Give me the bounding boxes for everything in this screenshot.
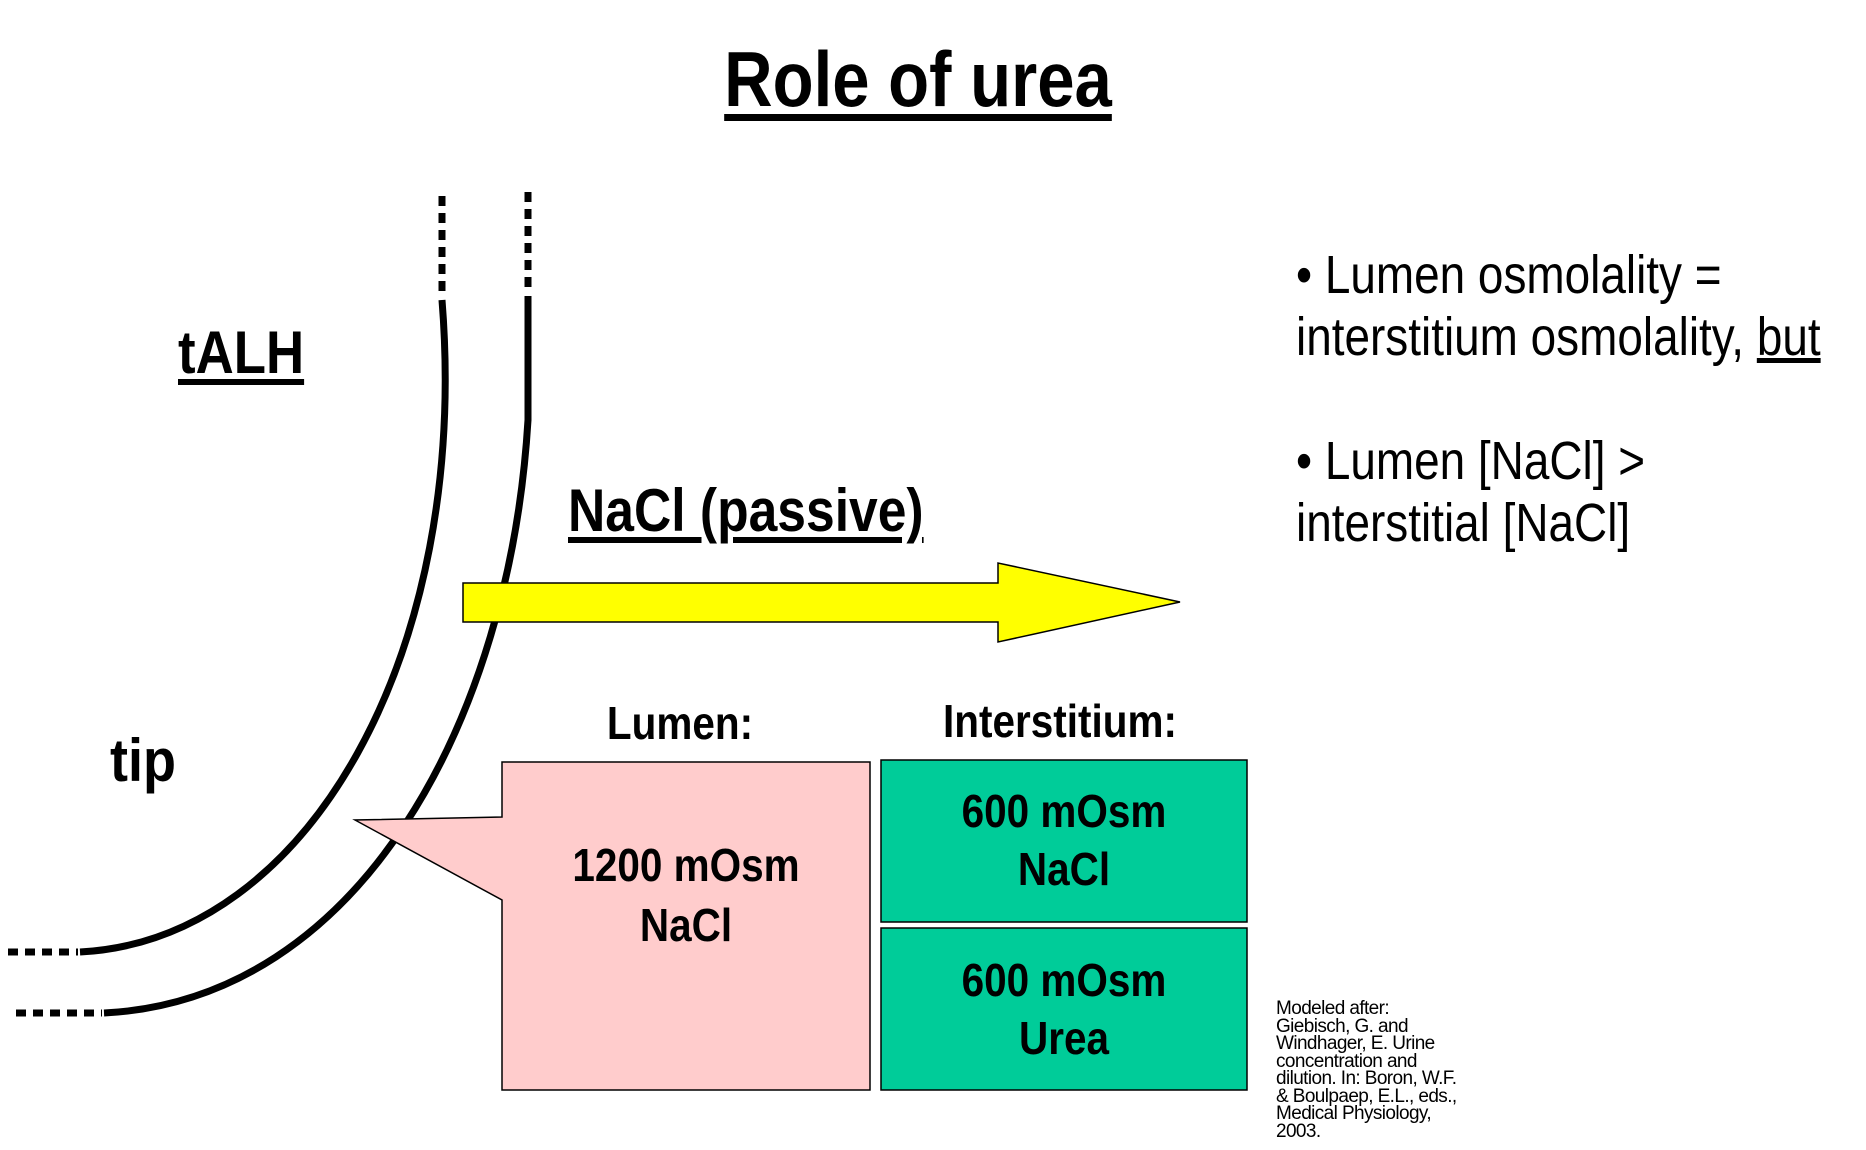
- interstitium-heading: Interstitium:: [943, 695, 1177, 747]
- bullet-1-line-1: • Lumen osmolality =: [1296, 245, 1722, 305]
- lumen-osmolality: 1200 mOsm: [572, 839, 800, 891]
- interstitium-urea-osmolality: 600 mOsm: [961, 954, 1167, 1006]
- bullet-1-emphasis: but: [1756, 307, 1821, 367]
- tubule-outer-wall: [79, 299, 449, 956]
- interstitium-nacl-solute: NaCl: [1017, 843, 1111, 895]
- lumen-heading: Lumen:: [606, 697, 754, 749]
- tubule-inner-wall: [103, 296, 532, 1017]
- lumen-box-text: 1200 mOsm NaCl: [502, 836, 870, 956]
- interstitium-nacl-box: [880, 759, 1248, 923]
- lumen-callout-box: [352, 761, 871, 1091]
- nacl-flux-arrow: [462, 562, 1181, 643]
- tip-label: tip: [110, 727, 176, 794]
- bullet-spacer: [1296, 368, 1821, 430]
- bullet-2-line-1: • Lumen [NaCl] >: [1296, 431, 1646, 491]
- bullet-2-line-2: interstitial [NaCl]: [1296, 493, 1631, 553]
- interstitium-nacl-text: 600 mOsm NaCl: [881, 782, 1247, 902]
- page-title: Role of urea: [724, 35, 1112, 123]
- lumen-solute: NaCl: [639, 899, 733, 951]
- interstitium-urea-solute: Urea: [1018, 1012, 1110, 1064]
- interstitium-urea-box: [880, 927, 1248, 1091]
- bullet-1-line-2: interstitium osmolality, but: [1296, 306, 1821, 368]
- bullet-list: • Lumen osmolality = interstitium osmola…: [1296, 244, 1821, 554]
- talh-label: tALH: [178, 319, 305, 386]
- nacl-passive-label: NaCl (passive): [568, 477, 924, 544]
- citation: Modeled after: Giebisch, G. and Windhage…: [1276, 998, 1457, 1142]
- bullet-1-text: interstitium osmolality,: [1296, 307, 1757, 367]
- interstitium-urea-text: 600 mOsm Urea: [881, 951, 1247, 1071]
- interstitium-nacl-osmolality: 600 mOsm: [961, 785, 1167, 837]
